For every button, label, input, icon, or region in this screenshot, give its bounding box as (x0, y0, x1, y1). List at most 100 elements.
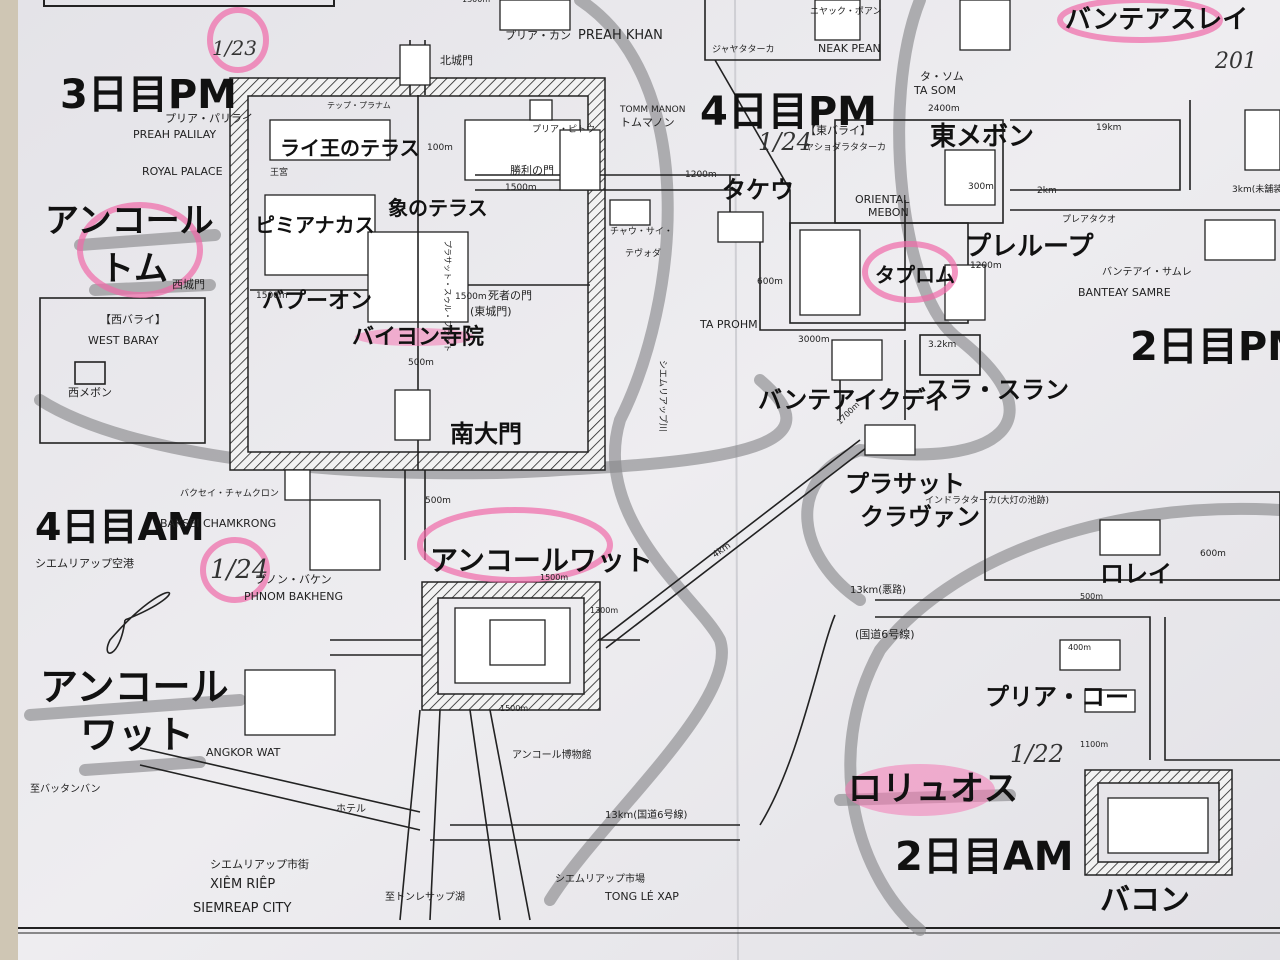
label: 300m (968, 182, 994, 192)
legend-box-corner (43, 0, 335, 7)
label: 【西バライ】 (100, 313, 166, 326)
label-pre-rup: プレループ (965, 232, 1094, 262)
label-bayon: バイヨン寺院 (352, 324, 484, 350)
label: インドラタターカ(大灯の池跡) (925, 494, 1049, 506)
pink-highlights (77, 0, 1223, 816)
label: 1500m (455, 292, 487, 302)
label: 400m (1068, 643, 1091, 652)
label: 王宮 (270, 166, 288, 178)
label: 勝利の門 (510, 163, 554, 177)
label: PREAH KHAN (578, 28, 663, 43)
label: テヴォダ (625, 247, 661, 259)
label: (国道6号線) (855, 627, 915, 641)
temple-illustrations (39, 0, 1280, 736)
date-label: 1/24 (210, 555, 268, 585)
label: BAKSEI CHAMKRONG (160, 517, 276, 530)
date-label: 1/23 (212, 36, 257, 60)
label: ORIENTAL (855, 193, 910, 206)
label-baphuon: バプーオン (262, 289, 372, 314)
label: 西メボン (68, 386, 112, 399)
label: ANGKOR WAT (206, 746, 281, 759)
label: トムマノン (620, 116, 675, 129)
label-leper-king: ライ王のテラス (280, 136, 420, 160)
label: PHNOM BAKHENG (244, 590, 343, 603)
label: 13km(国道6号線) (605, 808, 688, 821)
label: SIEMREAP CITY (193, 901, 291, 916)
label: PREAH PALILAY (133, 128, 216, 141)
label: プリア・パリライ (165, 112, 253, 125)
label: 2km (1037, 186, 1057, 196)
date-label: 201 (1214, 49, 1257, 74)
date-label: 1/22 (1010, 740, 1064, 768)
label: 【東バライ】 (805, 124, 871, 137)
label-roluos: ロリュオス (848, 769, 1018, 809)
label: シエムリアップ川 (657, 360, 668, 432)
label: バンテアイ・サムレ (1102, 266, 1192, 278)
label: TA PROHM (699, 318, 758, 331)
label-banteay-kdei: バンテアイクディ (758, 386, 948, 414)
label: プレアタクオ (1062, 214, 1116, 225)
label: バクセイ・チャムクロン (180, 488, 279, 499)
label: アンコール博物館 (512, 748, 592, 761)
date-label: 1/24 (758, 128, 812, 156)
fold-line (734, 0, 739, 960)
label: タ・ソム (920, 70, 964, 83)
label: XIÊM RIÊP (210, 876, 275, 892)
label-prasat-kravan: プラサット (845, 470, 965, 498)
east-roads (106, 0, 1280, 876)
paper-sheet (18, 0, 1280, 960)
label: ROYAL PALACE (142, 165, 223, 178)
label-bakong: バコン (1100, 883, 1190, 918)
printed-labels: プリア・カン PREAH KHAN 1300m 北城門 プリア・パリライ PRE… (30, 0, 1280, 916)
schedule-day2-am: 2日目AM (895, 834, 1074, 880)
label-south-gate: 南大門 (450, 420, 522, 448)
label: 600m (757, 277, 783, 287)
label: 1300m (462, 0, 490, 4)
label: 1100m (1080, 740, 1108, 749)
label: 1500m (505, 183, 537, 193)
label: 北城門 (440, 54, 473, 67)
label: プリア・カン (505, 29, 571, 42)
label: ジャヤタターカ (712, 44, 775, 55)
label: 1200m (970, 261, 1002, 271)
label-phimeanakas: ピミアナカス (255, 213, 375, 237)
schedule-day2-pm: 2日目PM (1130, 324, 1280, 370)
label: MEBON (868, 206, 909, 219)
schedule-day4-am: 4日目AM (35, 505, 205, 549)
label: 2400m (928, 104, 960, 114)
label: ニヤック・ポアン (810, 6, 881, 17)
label: プリア・ピトウ (532, 124, 595, 135)
label-angkor-thom: アンコール (45, 201, 214, 241)
label: ヤショダラタターカ (805, 141, 886, 153)
label: WEST BARAY (88, 334, 159, 347)
label-angkor-wat-main: アンコールワット (430, 544, 653, 577)
label-banteay-srei: バンテアスレイ (1065, 5, 1248, 35)
label: テップ・プラナム (327, 101, 391, 110)
label-prasat-kravan: クラヴァン (860, 503, 980, 531)
label: 西城門 (172, 278, 205, 291)
label: 1500m (500, 704, 528, 713)
label: (東城門) (470, 305, 512, 318)
label-elephants: 象のテラス (388, 196, 488, 220)
schedule-day4-pm: 4日目PM (700, 89, 877, 135)
angkor-wat-moat (139, 581, 740, 921)
label: プノン・バケン (255, 573, 332, 586)
label: チャウ・サイ・ (610, 226, 673, 237)
label-angkor-wat: ワット (80, 713, 194, 757)
label: 19km (1096, 123, 1121, 133)
label: ホテル (336, 803, 366, 815)
label: 3km(未舗装) (1232, 183, 1280, 195)
label: BANTEAY SAMRE (1078, 286, 1171, 299)
label: TOMM MANON (619, 105, 685, 115)
label: 3000m (798, 335, 830, 345)
label: 500m (1080, 592, 1103, 601)
label-angkor-wat: アンコール (40, 665, 228, 709)
label-lolei: ロレイ (1100, 560, 1172, 588)
label: 1500m (256, 291, 288, 301)
label: NEAK PEAN (818, 42, 881, 55)
label: TONG LÉ XAP (604, 890, 679, 903)
schedule-day3-pm: 3日目PM (60, 72, 237, 118)
label: 1500m (540, 573, 568, 582)
label: 13km(悪路) (850, 583, 906, 596)
label: TA SOM (913, 84, 956, 97)
